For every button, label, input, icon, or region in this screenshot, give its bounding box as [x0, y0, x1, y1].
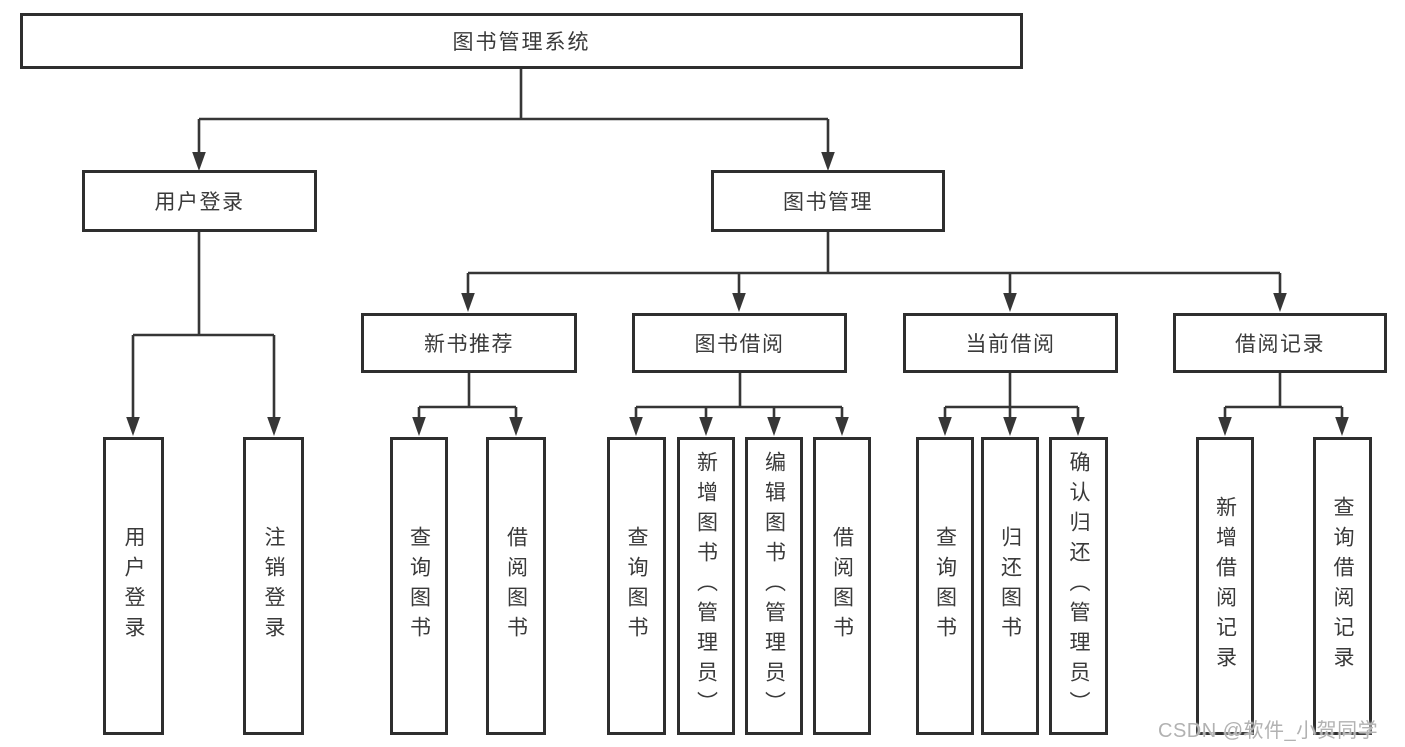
node-label: 图书管理系统: [452, 31, 591, 54]
node-label: 查询图书: [407, 526, 431, 646]
csdn-watermark: CSDN @软件_小贺同学: [1158, 720, 1379, 742]
leaf-user-login: 用户登录: [103, 437, 164, 735]
leaf-logout: 注销登录: [243, 437, 304, 735]
leaf-recommend-borrow-books: 借阅图书: [486, 437, 546, 735]
node-user-login: 用户登录: [82, 170, 317, 232]
node-label: 编辑图书（管理员）: [762, 451, 786, 721]
leaf-records-query-record: 查询借阅记录: [1313, 437, 1372, 735]
node-borrowing-records: 借阅记录: [1173, 313, 1387, 373]
leaf-current-query-books: 查询图书: [916, 437, 974, 735]
node-label: 查询图书: [933, 526, 957, 646]
node-label: 查询图书: [625, 526, 648, 646]
node-label: 查询借阅记录: [1331, 496, 1354, 676]
node-current-borrowing: 当前借阅: [903, 313, 1118, 373]
node-label: 用户登录: [122, 526, 145, 646]
node-label: 当前借阅: [965, 333, 1056, 356]
node-label: 确认归还（管理员）: [1067, 451, 1090, 721]
node-book-borrowing: 图书借阅: [632, 313, 847, 373]
connector-edges: [131, 69, 1344, 418]
leaf-records-add-record: 新增借阅记录: [1196, 437, 1254, 735]
node-book-management-system: 图书管理系统: [20, 13, 1023, 69]
leaf-borrow-add-books-admin: 新增图书（管理员）: [677, 437, 735, 735]
node-label: 图书管理: [783, 191, 873, 214]
node-label: 新书推荐: [424, 333, 514, 356]
node-new-book-recommend: 新书推荐: [361, 313, 577, 373]
leaf-borrow-borrow-books: 借阅图书: [813, 437, 871, 735]
node-label: 新增图书（管理员）: [694, 451, 718, 721]
node-label: 用户登录: [154, 191, 245, 214]
leaf-borrow-query-books: 查询图书: [607, 437, 666, 735]
node-book-management: 图书管理: [711, 170, 945, 232]
leaf-borrow-edit-books-admin: 编辑图书（管理员）: [745, 437, 803, 735]
node-label: 图书借阅: [694, 333, 785, 356]
node-label: 归还图书: [998, 526, 1022, 646]
leaf-current-confirm-return-admin: 确认归还（管理员）: [1049, 437, 1108, 735]
node-label: 新增借阅记录: [1213, 496, 1237, 676]
node-label: 注销登录: [262, 526, 285, 646]
node-label: 借阅图书: [504, 526, 528, 646]
node-label: 借阅记录: [1235, 333, 1325, 356]
leaf-recommend-query-books: 查询图书: [390, 437, 448, 735]
leaf-current-return-books: 归还图书: [981, 437, 1039, 735]
node-label: 借阅图书: [830, 526, 854, 646]
arrowhead-icons: [126, 152, 1349, 436]
